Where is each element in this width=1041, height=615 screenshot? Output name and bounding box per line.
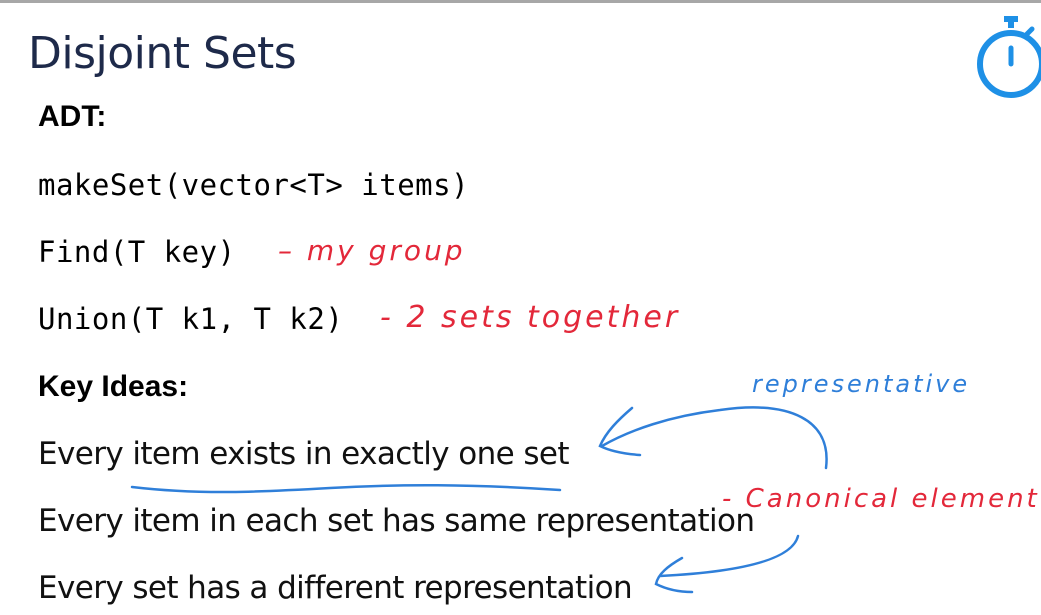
idea-one-set: Every item exists in exactly one set (38, 436, 570, 472)
operation-makeset: makeSet(vector<T> items) (38, 168, 470, 202)
top-border (0, 0, 1041, 3)
operation-union: Union(T k1, T k2) (38, 302, 344, 336)
representative-arrowhead (598, 406, 642, 457)
canonical-annotation: - Canonical element (722, 484, 1040, 514)
key-ideas-heading: Key Ideas: (38, 370, 189, 403)
canonical-arrow (658, 534, 800, 578)
stopwatch-icon (977, 16, 1041, 98)
idea-same-representation: Every item in each set has same represen… (38, 503, 755, 539)
idea-different-representation: Every set has a different representation (38, 570, 633, 606)
adt-heading: ADT: (38, 100, 107, 133)
find-annotation: – my group (278, 234, 466, 267)
operation-find: Find(T key) (38, 235, 236, 269)
representative-arrow (600, 406, 828, 470)
underline-stroke (130, 483, 562, 494)
slide-title: Disjoint Sets (28, 28, 297, 79)
canonical-arrowhead (654, 556, 694, 594)
representative-annotation: representative (752, 370, 971, 398)
union-annotation: - 2 sets together (380, 300, 681, 335)
